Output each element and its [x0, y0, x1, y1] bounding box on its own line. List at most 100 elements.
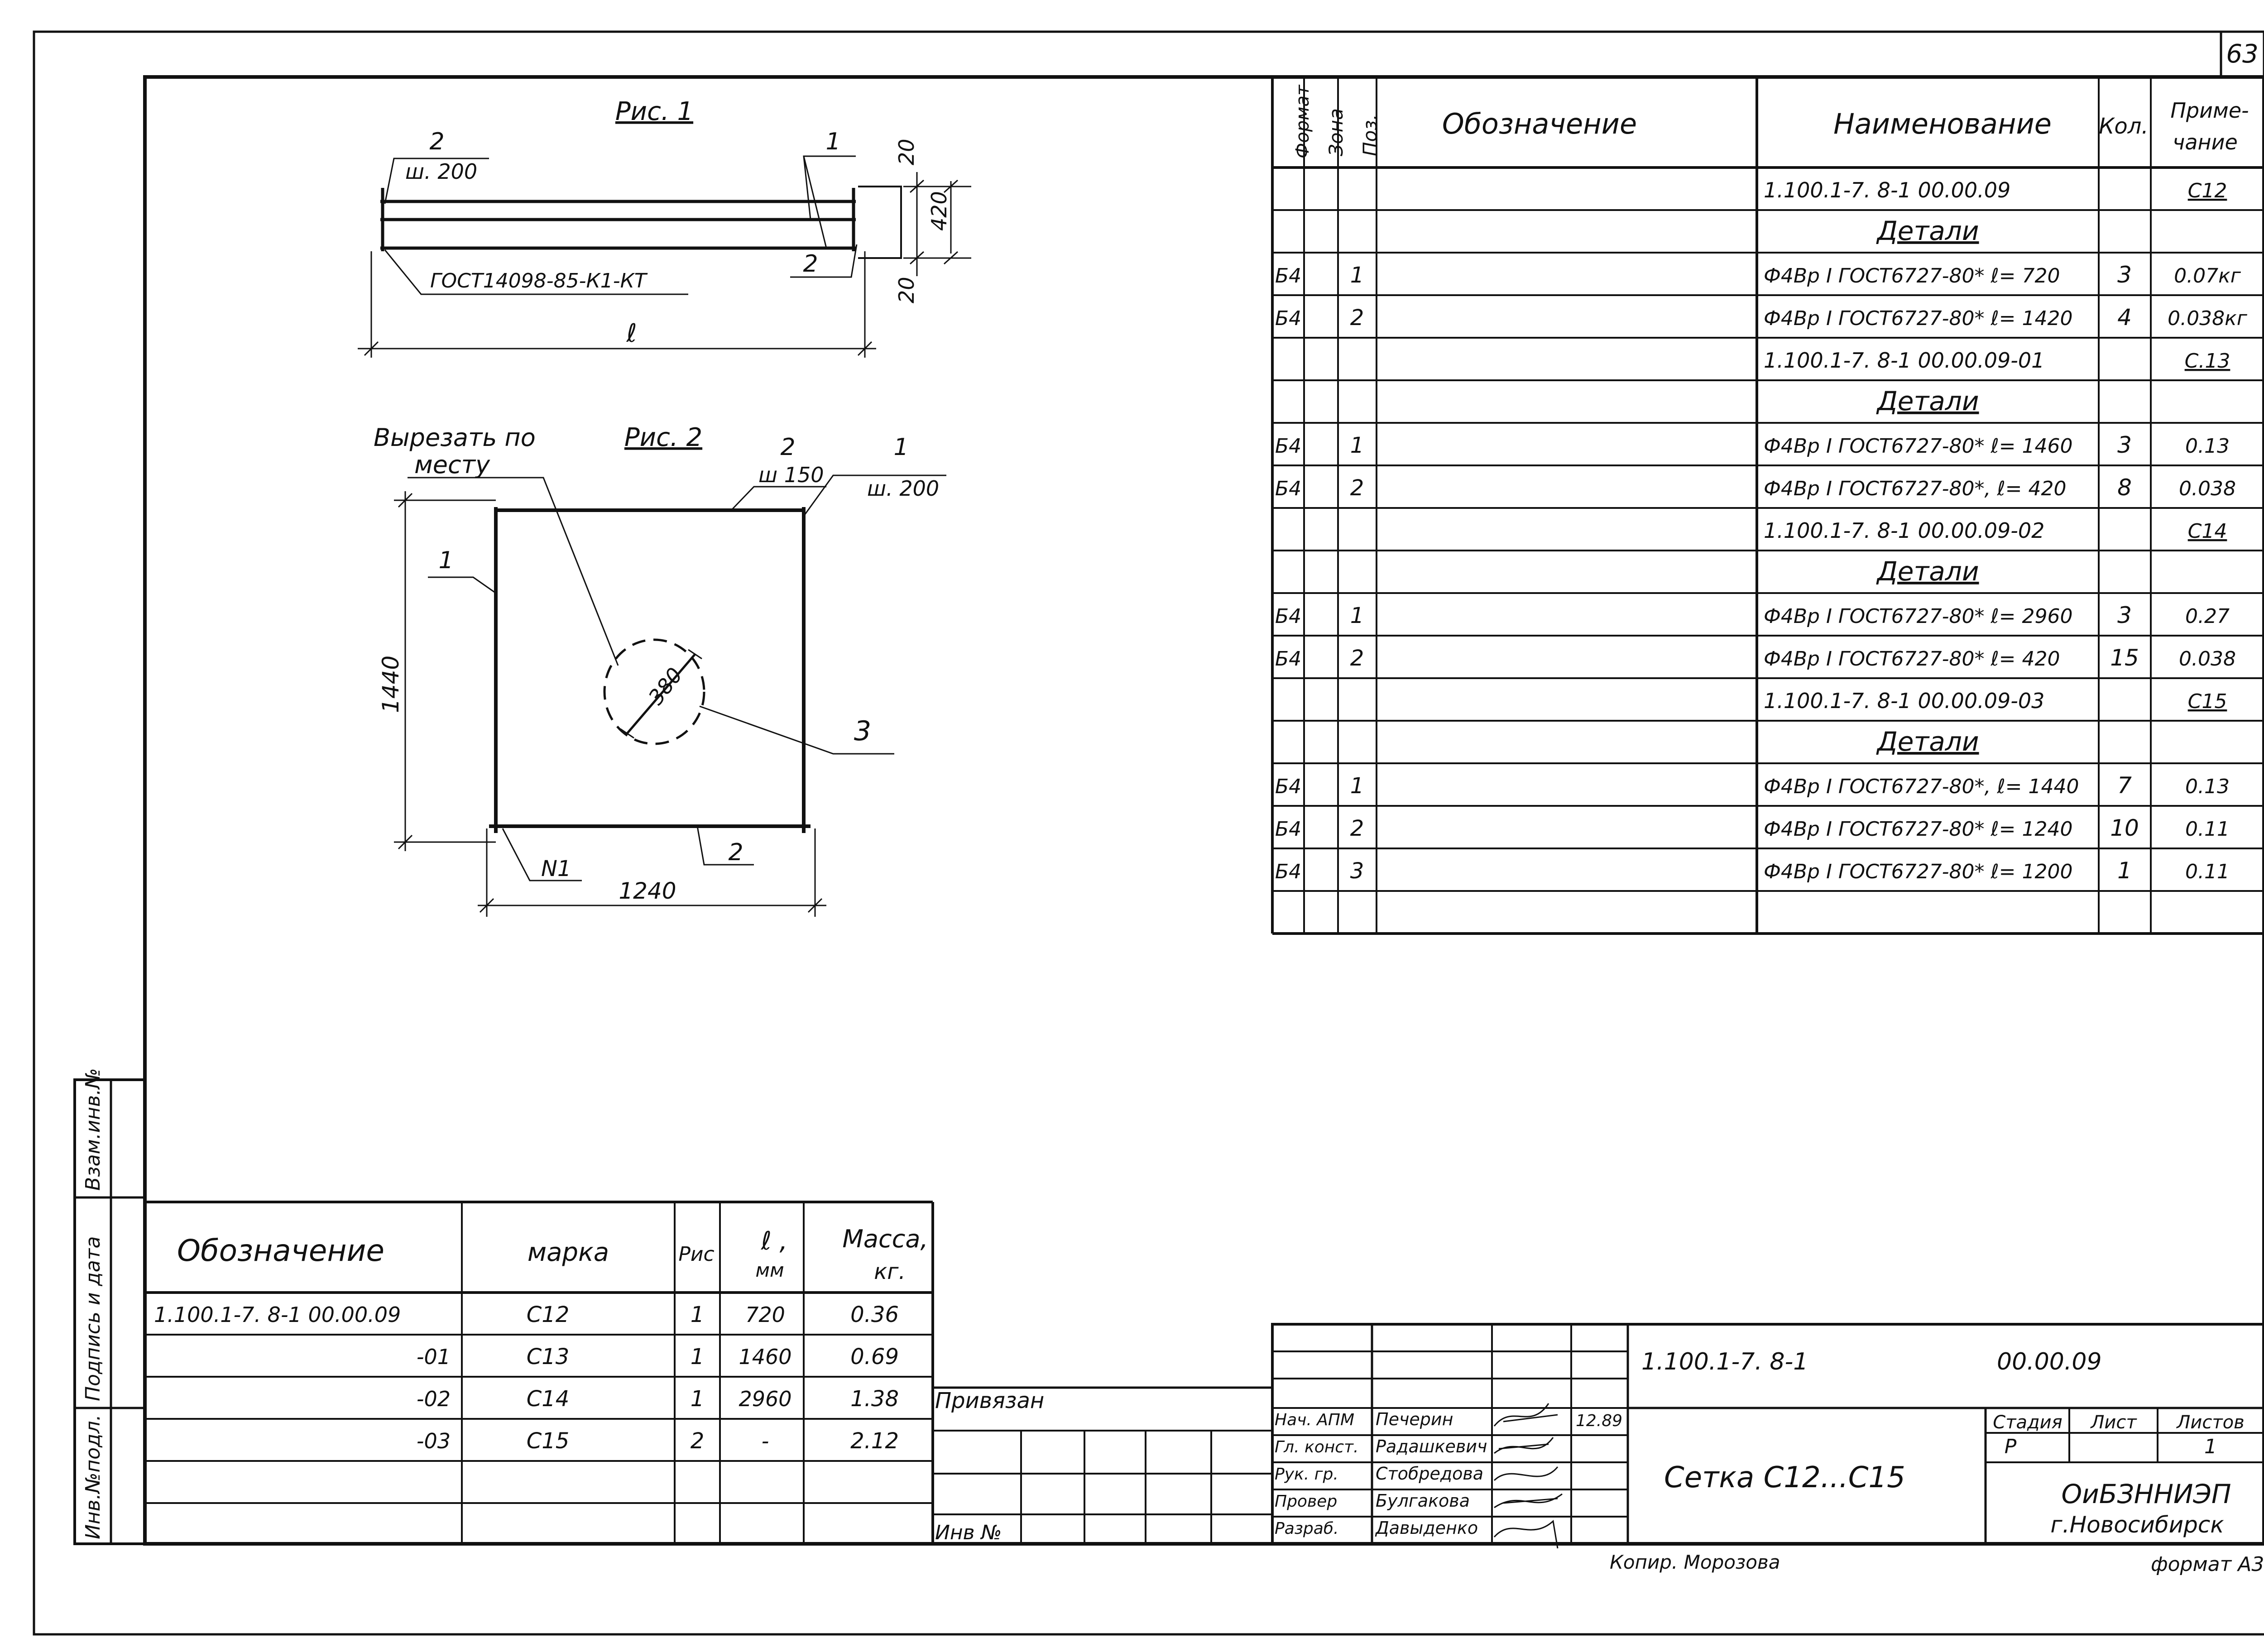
spec-cell-format: Б4: [1275, 477, 1301, 500]
spec-table-grid: [1271, 77, 2264, 935]
spec-cell-name: 1.100.1-7. 8-1 00.00.09-02: [1764, 518, 2044, 543]
fig1-weld-note: ГОСТ14098-85-К1-КТ: [430, 269, 648, 292]
spec-header-note-1: Приме-: [2170, 98, 2249, 123]
spec-cell-format: Б4: [1275, 775, 1301, 798]
spec-row: Детали: [1875, 215, 1979, 246]
spec-cell-note: 0.038: [2179, 647, 2236, 670]
signer-role: Разраб.: [1275, 1519, 1338, 1538]
spec-header-name: Наименование: [1833, 107, 2052, 140]
spec-cell-note: С12: [2188, 179, 2227, 202]
spec-header-pos: Поз.: [1359, 114, 1381, 156]
marks-cell-length: 1460: [739, 1345, 791, 1369]
spec-cell-pos: 2: [1350, 475, 1364, 501]
marks-header-mark: марка: [528, 1238, 609, 1267]
marks-cell-designation: -03: [417, 1429, 451, 1453]
title-doc: 00.00.09: [1997, 1348, 2102, 1375]
spec-row: Б4 3 Ф4Вр I ГОСТ6727-80* ℓ= 1200 1 0.11: [1275, 857, 2230, 884]
spec-cell-format: Б4: [1275, 605, 1301, 628]
spec-row: Детали: [1875, 556, 1979, 587]
side-inv-orig: Инв.№подл.: [82, 1414, 105, 1539]
spec-cell-pos: 2: [1350, 305, 1364, 330]
fig2-pos-2-bottom: 2: [728, 839, 743, 866]
fig1-pos-2b: 2: [803, 250, 818, 278]
side-inv-replace: Взам.инв.№: [82, 1068, 105, 1191]
sheet-border: [33, 30, 2264, 1636]
fig2-cut-note-line2: месту: [414, 450, 490, 479]
spec-row: Детали: [1875, 726, 1979, 757]
fig1-pitch-200: ш. 200: [405, 159, 477, 184]
figure-1: Рис. 1 20 420 20 2 ш. 200 1 2 ГОСТ1409: [358, 97, 971, 358]
title-block: 1.100.1-7. 8-1 00.00.09 Сетка С12...С15 …: [1271, 1323, 2264, 1549]
fig2-weld-n1: N1: [541, 856, 571, 881]
fig1-dim-20-top: 20: [894, 139, 919, 165]
spec-cell-format: Б4: [1275, 264, 1301, 287]
signature-scribble-2: [1494, 1437, 1554, 1454]
title-product: Сетка С12...С15: [1664, 1461, 1905, 1494]
spec-cell-name: 1.100.1-7. 8-1 00.00.09-03: [1764, 689, 2044, 713]
spec-cell-qty: 1: [2117, 857, 2132, 884]
spec-cell-format: Б4: [1275, 818, 1301, 841]
fig2-pos-1-left: 1: [438, 547, 453, 574]
spec-cell-note: 0.038кг: [2168, 307, 2248, 330]
signer-name: Радашкевич: [1376, 1437, 1487, 1456]
marks-cell-designation: -01: [417, 1345, 451, 1369]
spec-cell-note: 0.11: [2185, 818, 2230, 841]
marks-cell-fig: 2: [691, 1428, 705, 1454]
signature-scribble-4: [1494, 1493, 1563, 1508]
spec-cell-name: 1.100.1-7. 8-1 00.00.09: [1764, 178, 2010, 202]
spec-cell-note: 0.038: [2179, 477, 2236, 500]
spec-cell-name: Ф4Вр I ГОСТ6727-80*, ℓ= 1440: [1764, 775, 2079, 798]
spec-cell-note: 0.11: [2185, 860, 2230, 883]
signer-name: Стобредова: [1376, 1464, 1483, 1484]
spec-cell-note: 0.07кг: [2174, 264, 2241, 287]
spec-row: 1.100.1-7. 8-1 00.00.09 С12: [1764, 178, 2227, 202]
fig2-pos-1: 1: [893, 434, 908, 461]
marks-cell-designation: 1.100.1-7. 8-1 00.00.09: [154, 1302, 401, 1327]
marks-cell-mark: С14: [527, 1386, 570, 1412]
spec-cell-pos: 3: [1350, 858, 1364, 884]
fig1-dim-20-bottom: 20: [894, 277, 919, 303]
marks-header-length-1: ℓ ,: [761, 1226, 788, 1256]
spec-cell-pos: 2: [1350, 816, 1364, 841]
fig1-pos-1: 1: [825, 128, 840, 155]
fig2-pitch-200: ш. 200: [867, 476, 939, 501]
spec-cell-name: Ф4Вр I ГОСТ6727-80* ℓ= 1420: [1764, 307, 2073, 330]
marks-header-fig: Рис: [678, 1243, 714, 1266]
marks-cell-mark: С13: [527, 1344, 570, 1369]
signer-row: Рук. гр.Стобредова: [1275, 1464, 1483, 1484]
spec-cell-name: Детали: [1875, 386, 1979, 417]
signer-row: Гл. конст.Радашкевич: [1275, 1437, 1487, 1456]
marks-cell-mark: С12: [527, 1302, 570, 1327]
spec-cell-qty: 3: [2117, 602, 2132, 628]
specification-table: Формат Зона Поз. Обозначение Наименовани…: [1271, 77, 2264, 935]
spec-cell-name: Ф4Вр I ГОСТ6727-80* ℓ= 1200: [1764, 860, 2073, 883]
marks-cell-length: 2960: [739, 1387, 791, 1411]
sheet-number: 63: [2226, 39, 2258, 69]
spec-cell-name: Ф4Вр I ГОСТ6727-80* ℓ= 2960: [1764, 605, 2073, 628]
drawing-frame: [143, 75, 2264, 1546]
spec-cell-note: 0.13: [2185, 435, 2230, 458]
signer-name: Печерин: [1376, 1409, 1453, 1429]
spec-cell-pos: 1: [1350, 263, 1364, 288]
title-sheets: 1: [2204, 1435, 2217, 1458]
spec-cell-format: Б4: [1275, 860, 1301, 883]
fig2-pos-3: 3: [854, 715, 871, 747]
marks-table: Обозначение марка Рис ℓ , мм Масса, кг. …: [144, 1201, 934, 1545]
fig2-pitch-150: ш 150: [758, 463, 824, 487]
fig2-pos-2: 2: [780, 434, 795, 461]
spec-cell-name: Ф4Вр I ГОСТ6727-80* ℓ= 420: [1764, 647, 2060, 670]
signer-row: Разраб.Давыденко: [1275, 1518, 1478, 1538]
title-org-2: г.Новосибирск: [2050, 1512, 2224, 1538]
fig1-length-symbol: ℓ: [626, 319, 637, 348]
spec-cell-pos: 1: [1350, 433, 1364, 458]
binding-inv-no: Инв №: [935, 1521, 1002, 1544]
marks-cell-mass: 2.12: [850, 1428, 899, 1454]
